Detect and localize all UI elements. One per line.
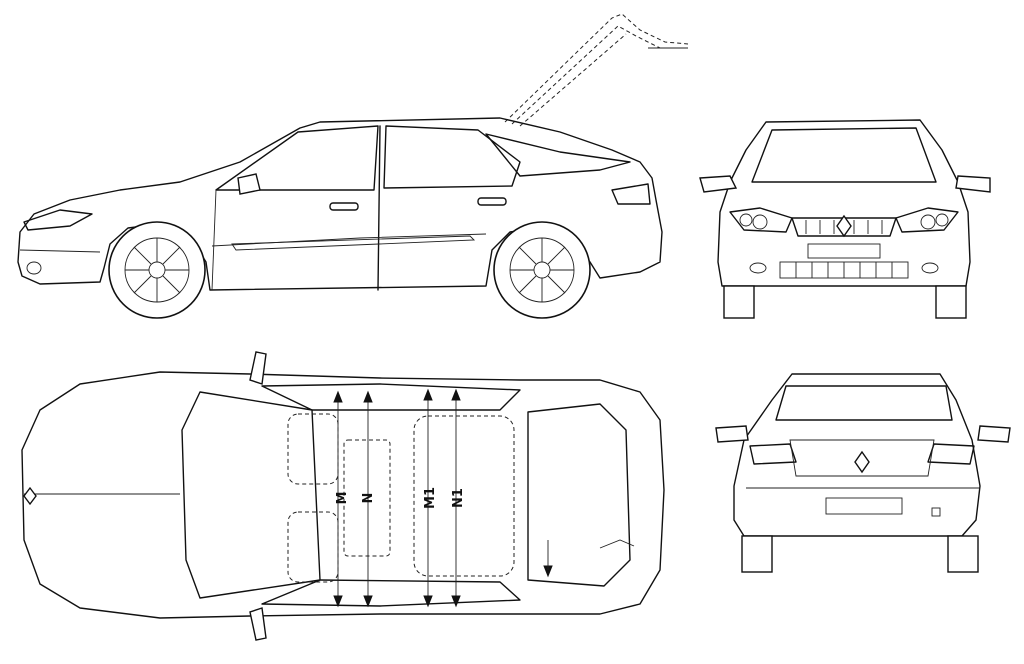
renault-diamond-icon: [23, 486, 37, 506]
renault-diamond-icon: [836, 214, 852, 238]
front-left-mirror: [699, 175, 738, 193]
front-body-outline: [717, 119, 971, 287]
top-mirror-lower: [249, 607, 267, 641]
side-window-quarter: [485, 133, 631, 177]
rear-right-taillight: [927, 443, 975, 465]
top-body-outline: [21, 371, 665, 619]
side-headlight: [23, 209, 93, 231]
rear-right-mirror: [977, 425, 1011, 443]
rear-right-tyre: [947, 535, 979, 573]
side-view: [17, 13, 689, 319]
top-side-glass-lower: [261, 579, 521, 607]
rear-left-taillight: [749, 443, 797, 465]
top-rear-window: [527, 403, 631, 587]
side-body-outline: [17, 117, 663, 291]
dimension-arrows: [333, 388, 553, 608]
dimension-label-n: N: [361, 493, 376, 504]
front-windshield: [751, 127, 937, 183]
dimension-label-m: M: [335, 492, 350, 505]
open-tailgate-outline: [504, 13, 689, 127]
rear-plate: [825, 497, 903, 515]
side-rear-wheel: [493, 221, 591, 319]
rear-door-handle: [477, 197, 507, 206]
rear-window: [775, 385, 953, 421]
rear-view: [715, 373, 1011, 573]
rear-left-mirror: [715, 425, 749, 443]
side-taillight: [611, 183, 651, 205]
renault-diamond-icon: [854, 450, 870, 474]
front-grille: [791, 217, 897, 237]
side-window-rear: [383, 125, 521, 189]
front-view: [699, 119, 991, 319]
top-windshield: [181, 391, 321, 599]
dimension-label-m1: M1: [423, 487, 438, 509]
dimension-label-n1: N1: [451, 488, 466, 508]
top-mirror-upper: [249, 351, 267, 385]
front-right-headlight: [895, 207, 959, 233]
rear-body-outline: [733, 373, 981, 537]
front-door-handle: [329, 202, 359, 211]
front-plate: [807, 243, 881, 259]
rear-left-tyre: [741, 535, 773, 573]
side-mirror: [237, 173, 261, 195]
top-view: M N M1 N1: [21, 351, 665, 641]
side-front-wheel: [108, 221, 206, 319]
front-right-mirror: [955, 175, 991, 193]
side-window-front: [215, 125, 379, 191]
top-side-glass-upper: [261, 383, 521, 411]
front-left-headlight: [729, 207, 793, 233]
front-left-tyre: [723, 285, 755, 319]
front-right-tyre: [935, 285, 967, 319]
